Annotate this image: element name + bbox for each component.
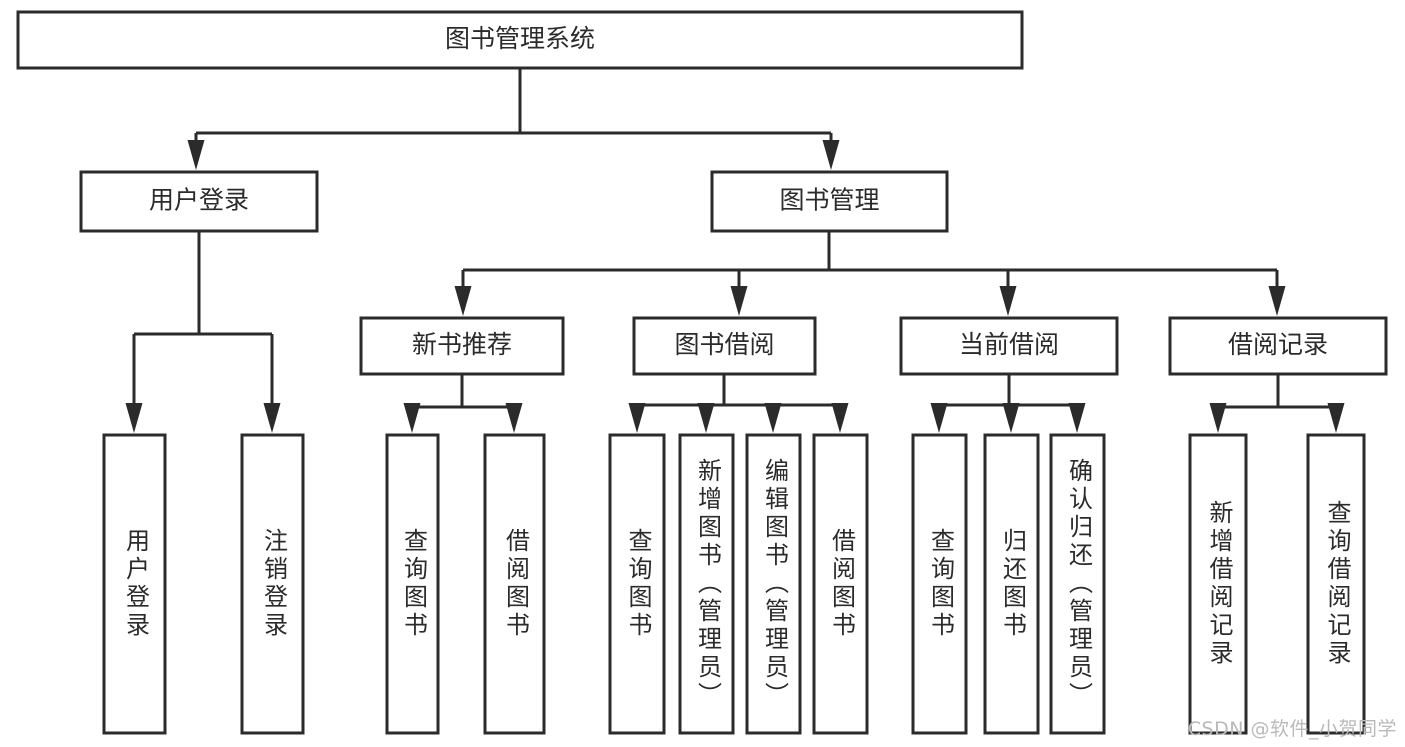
node-leaf-query-book-borrow-box[interactable] <box>608 433 666 735</box>
node-leaf-confirm-return-admin-box[interactable] <box>1049 433 1106 735</box>
node-book-borrow-box[interactable] <box>632 316 817 376</box>
user-login-arrow-icon-0 <box>125 403 143 433</box>
node-leaf-query-book-current-box[interactable] <box>911 433 968 735</box>
node-leaf-query-book-recommend-label: 查询图书 <box>400 528 428 640</box>
node-user-login-box[interactable] <box>79 170 319 233</box>
node-leaf-query-borrow-record[interactable]: 查询借阅记录 <box>1306 433 1366 735</box>
node-leaf-edit-book-admin-label: 编辑图书（管理员） <box>761 458 789 710</box>
nodes-layer: 图书管理系统用户登录图书管理新书推荐图书借阅当前借阅借阅记录用户登录注销登录查询… <box>16 10 1388 735</box>
node-leaf-return-book-label: 归还图书 <box>999 528 1027 640</box>
node-new-book-recommend-label: 新书推荐 <box>412 330 512 359</box>
node-leaf-add-book-admin-box[interactable] <box>678 433 735 735</box>
node-leaf-borrow-book-recommend[interactable]: 借阅图书 <box>483 433 546 735</box>
node-leaf-query-book-recommend[interactable]: 查询图书 <box>385 433 440 735</box>
node-leaf-user-login[interactable]: 用户登录 <box>102 433 167 735</box>
node-leaf-query-book-borrow[interactable]: 查询图书 <box>608 433 666 735</box>
node-book-management-box[interactable] <box>710 170 949 233</box>
book-mgmt-arrow-icon-2 <box>999 286 1017 316</box>
node-leaf-add-borrow-record-label: 新增借阅记录 <box>1205 500 1233 668</box>
node-book-management[interactable]: 图书管理 <box>710 170 949 233</box>
node-leaf-return-book-box[interactable] <box>983 433 1040 735</box>
node-leaf-add-borrow-record-box[interactable] <box>1188 433 1248 735</box>
current-borrow-arrow-icon-1 <box>1002 403 1020 433</box>
current-borrow-arrow-icon-0 <box>930 403 948 433</box>
node-leaf-borrow-book[interactable]: 借阅图书 <box>812 433 869 735</box>
node-leaf-logout[interactable]: 注销登录 <box>240 433 305 735</box>
node-borrow-record-box[interactable] <box>1168 316 1388 376</box>
book-borrow-arrow-icon-0 <box>628 403 646 433</box>
node-leaf-query-book-current-label: 查询图书 <box>927 528 955 640</box>
node-leaf-edit-book-admin[interactable]: 编辑图书（管理员） <box>745 433 802 735</box>
user-login-arrow-icon-1 <box>263 403 281 433</box>
node-book-management-label: 图书管理 <box>779 186 879 215</box>
node-borrow-record[interactable]: 借阅记录 <box>1168 316 1388 376</box>
node-borrow-record-label: 借阅记录 <box>1228 330 1328 359</box>
borrow-record-arrow-icon-1 <box>1327 403 1345 433</box>
node-leaf-borrow-book-recommend-box[interactable] <box>483 433 546 735</box>
root-arrow-icon-1 <box>822 140 840 170</box>
node-leaf-borrow-book-box[interactable] <box>812 433 869 735</box>
new-book-recommend-arrow-icon-0 <box>403 403 421 433</box>
node-leaf-add-book-admin-label: 新增图书（管理员） <box>694 458 722 710</box>
book-mgmt-arrow-icon-1 <box>730 286 748 316</box>
node-current-borrow[interactable]: 当前借阅 <box>899 316 1119 376</box>
node-current-borrow-box[interactable] <box>899 316 1119 376</box>
node-leaf-query-book-recommend-box[interactable] <box>385 433 440 735</box>
node-root-图书管理系统[interactable]: 图书管理系统 <box>16 10 1024 70</box>
node-leaf-confirm-return-admin[interactable]: 确认归还（管理员） <box>1049 433 1106 735</box>
new-book-recommend-arrow-icon-1 <box>505 403 523 433</box>
book-borrow-arrow-icon-1 <box>697 403 715 433</box>
node-new-book-recommend[interactable]: 新书推荐 <box>359 316 565 376</box>
current-borrow-arrow-icon-2 <box>1068 403 1086 433</box>
node-leaf-query-borrow-record-label: 查询借阅记录 <box>1323 500 1351 668</box>
root-arrow-icon-0 <box>187 140 205 170</box>
node-leaf-edit-book-admin-box[interactable] <box>745 433 802 735</box>
node-leaf-query-book-borrow-label: 查询图书 <box>624 528 652 640</box>
book-mgmt-arrow-icon-0 <box>454 286 472 316</box>
node-leaf-logout-box[interactable] <box>240 433 305 735</box>
node-root-图书管理系统-box[interactable] <box>16 10 1024 70</box>
node-leaf-logout-label: 注销登录 <box>260 528 288 640</box>
node-new-book-recommend-box[interactable] <box>359 316 565 376</box>
node-leaf-user-login-label: 用户登录 <box>122 528 150 640</box>
book-mgmt-arrow-icon-3 <box>1268 286 1286 316</box>
node-leaf-confirm-return-admin-label: 确认归还（管理员） <box>1065 458 1093 710</box>
node-leaf-query-book-current[interactable]: 查询图书 <box>911 433 968 735</box>
node-leaf-user-login-box[interactable] <box>102 433 167 735</box>
book-borrow-arrow-icon-3 <box>831 403 849 433</box>
borrow-record-arrow-icon-0 <box>1209 403 1227 433</box>
book-borrow-arrow-icon-2 <box>764 403 782 433</box>
node-leaf-add-borrow-record[interactable]: 新增借阅记录 <box>1188 433 1248 735</box>
node-leaf-return-book[interactable]: 归还图书 <box>983 433 1040 735</box>
node-book-borrow-label: 图书借阅 <box>674 330 774 359</box>
node-leaf-borrow-book-recommend-label: 借阅图书 <box>502 528 530 640</box>
node-leaf-borrow-book-label: 借阅图书 <box>828 528 856 640</box>
node-current-borrow-label: 当前借阅 <box>959 330 1059 359</box>
node-root-图书管理系统-label: 图书管理系统 <box>445 24 595 53</box>
connectors-layer <box>125 68 1345 433</box>
node-book-borrow[interactable]: 图书借阅 <box>632 316 817 376</box>
node-user-login-label: 用户登录 <box>149 186 249 215</box>
node-leaf-add-book-admin[interactable]: 新增图书（管理员） <box>678 433 735 735</box>
node-user-login[interactable]: 用户登录 <box>79 170 319 233</box>
node-leaf-query-borrow-record-box[interactable] <box>1306 433 1366 735</box>
